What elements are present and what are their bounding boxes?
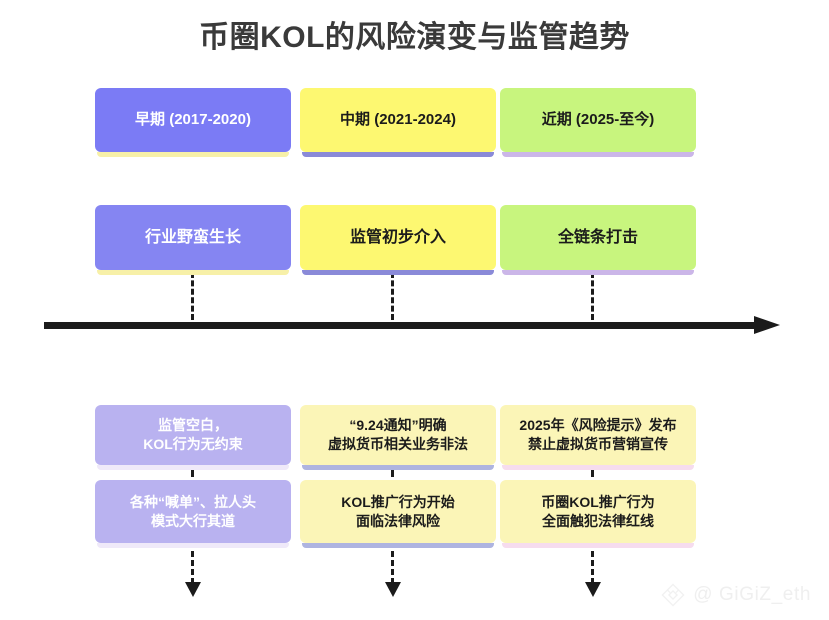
page-title: 币圈KOL的风险演变与监管趋势 — [199, 21, 630, 54]
event-label-middle-2: KOL推广行为开始 面临法律风险 — [341, 493, 455, 529]
event-label-early-1: 监管空白， KOL行为无约束 — [143, 417, 243, 452]
event-label-recent-1: 2025年《风险提示》发布 禁止虚拟货币营销宣传 — [519, 417, 677, 452]
stage-card-early[interactable]: 行业野蛮生长 — [95, 205, 291, 275]
period-card-recent[interactable]: 近期 (2025-至今) — [500, 88, 696, 157]
timeline-axis-line — [44, 322, 756, 329]
connector-dash-early-upper — [191, 272, 194, 320]
connector-dash-early-lower — [191, 551, 194, 584]
event-card-early-1[interactable]: 监管空白， KOL行为无约束 — [95, 405, 291, 470]
event-card-recent-2[interactable]: 币圈KOL推广行为 全面触犯法律红线 — [500, 480, 696, 548]
stage-card-middle[interactable]: 监管初步介入 — [300, 205, 496, 275]
timeline-columns: 早期 (2017-2020) 行业野蛮生长 监管空白， KOL行为无约束 各种“… — [95, 88, 696, 568]
timeline-column-middle: 中期 (2021-2024) 监管初步介入 “9.24通知”明确 虚拟货币相关业… — [300, 88, 496, 568]
event-label-middle-1: “9.24通知”明确 虚拟货币相关业务非法 — [328, 417, 468, 452]
event-label-early-2: 各种“喊单”、拉人头 模式大行其道 — [130, 493, 256, 529]
connector-arrow-early-icon — [185, 582, 201, 597]
event-card-early-2[interactable]: 各种“喊单”、拉人头 模式大行其道 — [95, 480, 291, 548]
stage-label-middle: 监管初步介入 — [349, 228, 446, 246]
stage-label-early: 行业野蛮生长 — [144, 228, 241, 246]
timeline-axis — [44, 316, 786, 334]
event-card-middle-1[interactable]: “9.24通知”明确 虚拟货币相关业务非法 — [300, 405, 496, 470]
diamond-logo-icon — [660, 582, 686, 608]
stage-label-recent: 全链条打击 — [557, 228, 638, 246]
connector-dash-middle-upper — [391, 272, 394, 320]
period-card-early[interactable]: 早期 (2017-2020) — [95, 88, 291, 157]
event-card-middle-2[interactable]: KOL推广行为开始 面临法律风险 — [300, 480, 496, 548]
stage-card-recent[interactable]: 全链条打击 — [500, 205, 696, 275]
connector-arrow-middle-icon — [385, 582, 401, 597]
watermark-handle: @ GiGiZ_eth — [693, 584, 811, 605]
watermark: @ GiGiZ_eth — [660, 582, 811, 608]
period-label-early: 早期 (2017-2020) — [135, 110, 251, 128]
period-label-recent: 近期 (2025-至今) — [541, 110, 655, 128]
timeline-column-recent: 近期 (2025-至今) 全链条打击 2025年《风险提示》发布 禁止虚拟货币营… — [500, 88, 696, 568]
event-card-recent-1[interactable]: 2025年《风险提示》发布 禁止虚拟货币营销宣传 — [500, 405, 696, 470]
connector-dash-middle-lower — [391, 551, 394, 584]
period-card-middle[interactable]: 中期 (2021-2024) — [300, 88, 496, 157]
connector-dash-recent-upper — [591, 272, 594, 320]
connector-dash-middle-mid — [391, 465, 394, 477]
connector-dash-early-mid — [191, 465, 194, 477]
connector-dash-recent-mid — [591, 465, 594, 477]
connector-arrow-recent-icon — [585, 582, 601, 597]
connector-dash-recent-lower — [591, 551, 594, 584]
timeline-arrow-icon — [754, 316, 780, 334]
timeline-column-early: 早期 (2017-2020) 行业野蛮生长 监管空白， KOL行为无约束 各种“… — [95, 88, 291, 568]
event-label-recent-2: 币圈KOL推广行为 全面触犯法律红线 — [541, 493, 655, 529]
period-label-middle: 中期 (2021-2024) — [340, 110, 456, 128]
